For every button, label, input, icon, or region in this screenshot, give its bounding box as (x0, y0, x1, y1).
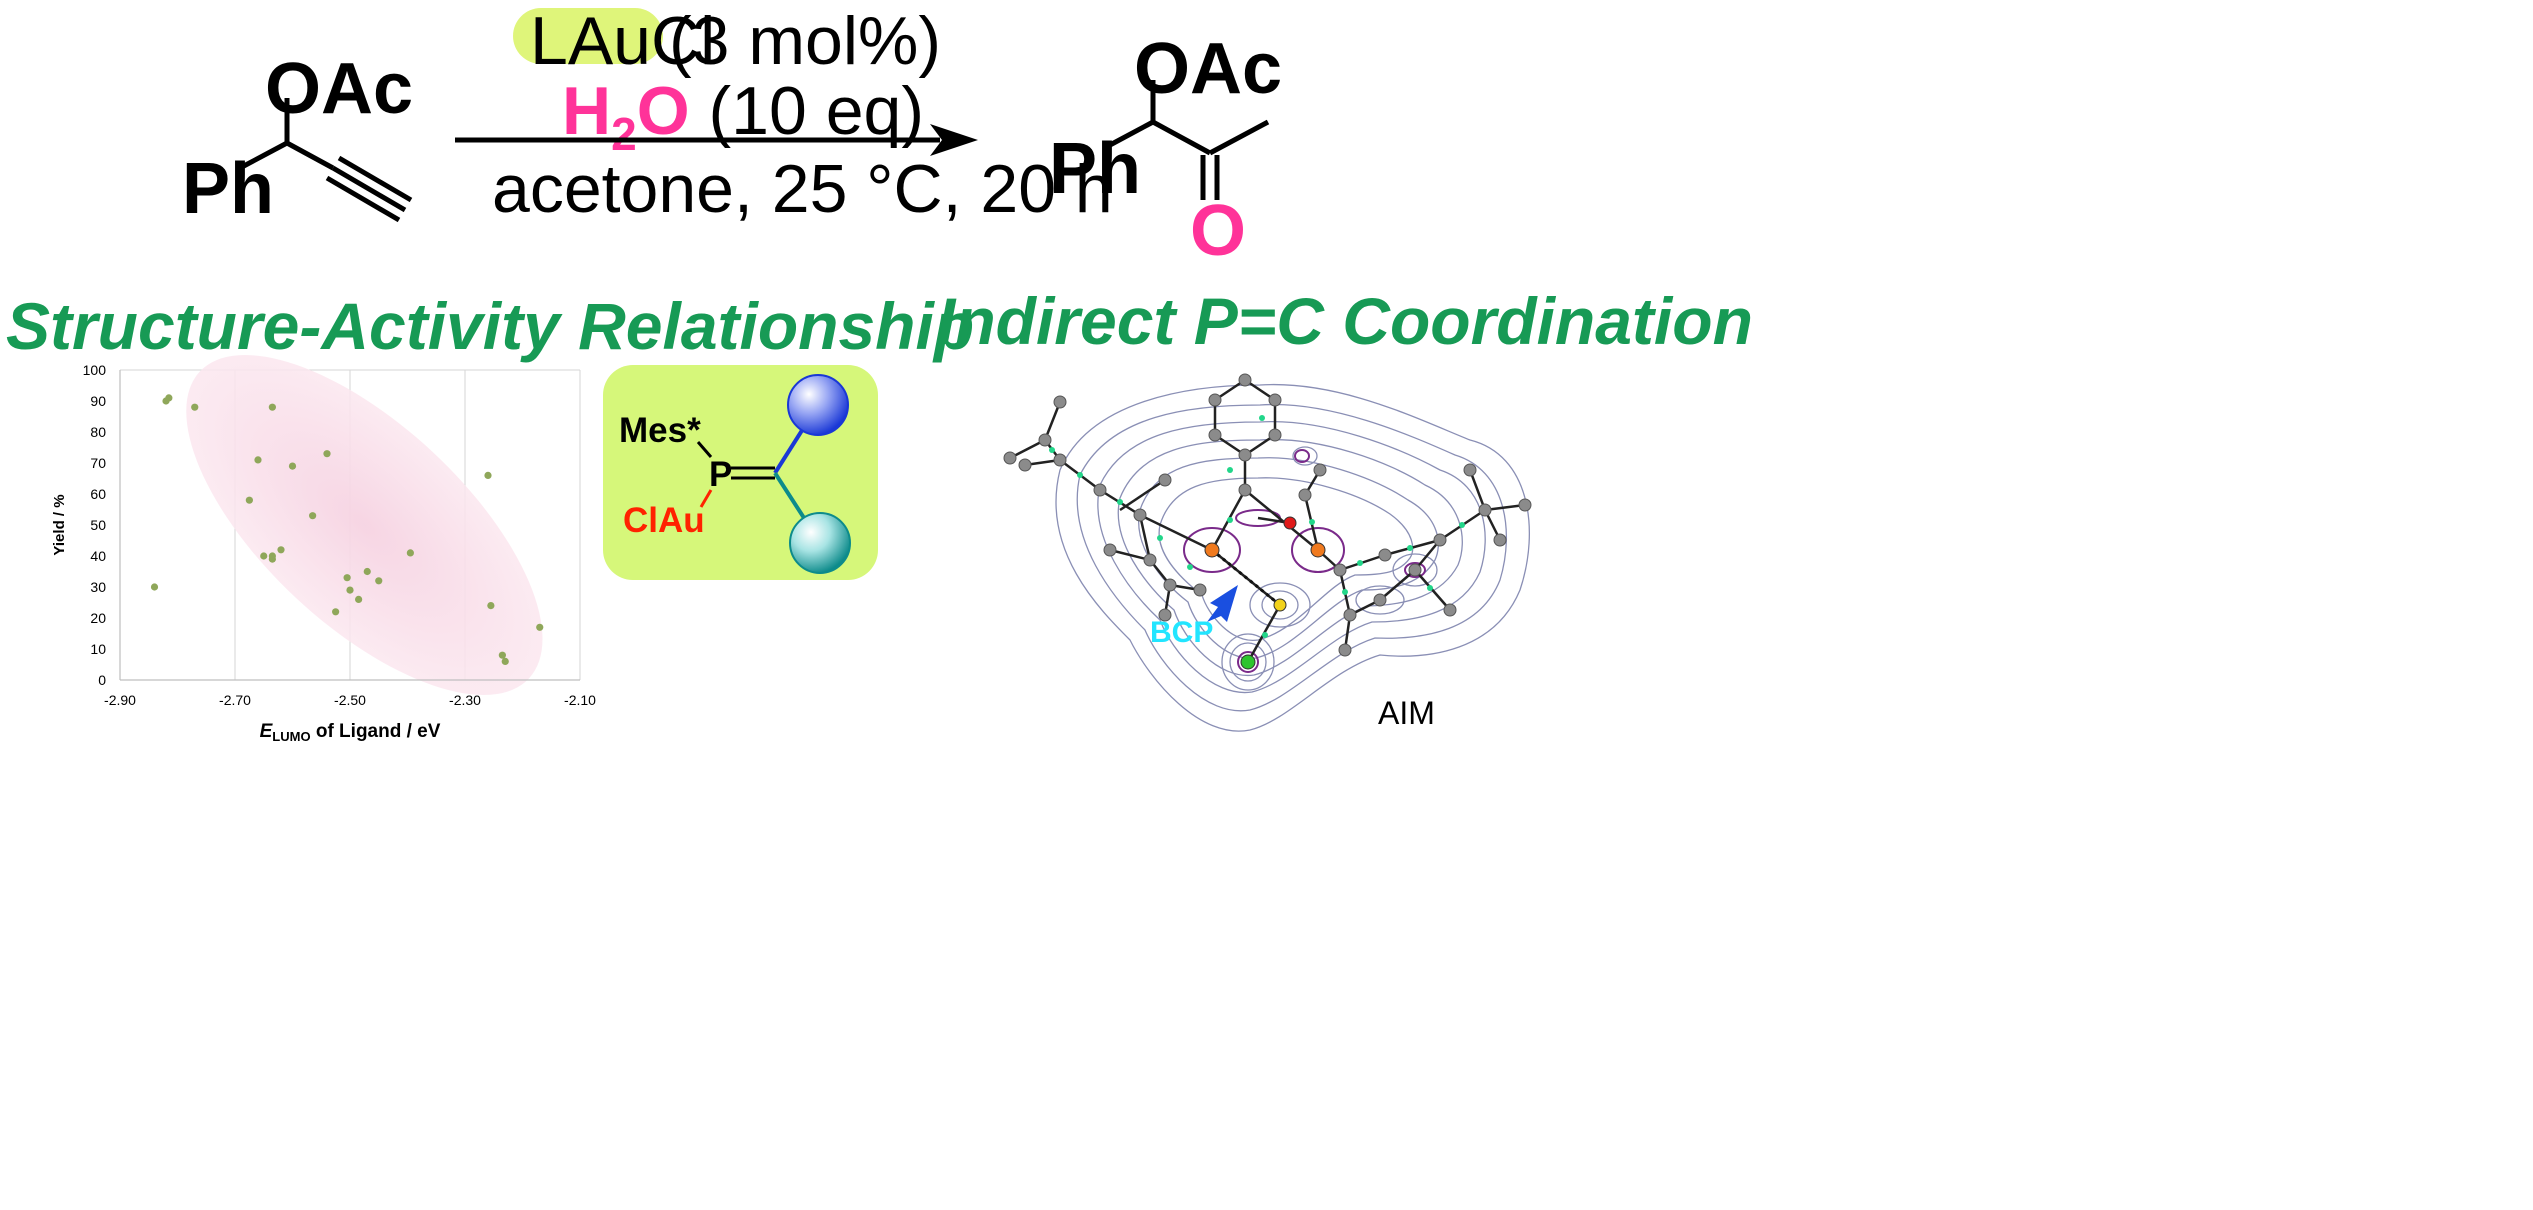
x-axis-label-e: E (260, 721, 274, 742)
y-tick-label-6: 60 (90, 486, 106, 502)
water-subscript: 2 (611, 108, 637, 160)
data-point-7 (323, 450, 331, 458)
water-h: H (562, 73, 612, 149)
data-point-21 (484, 471, 492, 479)
bond-path-dotted (1211, 548, 1281, 607)
oxygen-atom (1283, 516, 1297, 530)
data-point-10 (260, 552, 268, 560)
data-point-2 (165, 394, 173, 402)
data-points (150, 394, 544, 665)
data-point-17 (375, 577, 383, 585)
y-tick-label-2: 20 (90, 610, 106, 626)
catalyst-highlight (513, 8, 663, 64)
yield-vs-lumo-chart: 0 10 20 30 40 50 60 70 80 90 100 -2.90 -2.70 -2.50 -2.… (51, 355, 597, 744)
reactant-ph-label: Ph (182, 149, 275, 229)
reactant-oac-label: OAc (265, 49, 414, 129)
x-tick-label-3: -2.30 (449, 692, 481, 708)
substituent-blue-sphere (787, 374, 849, 436)
x-axis-label-sub: LUMO (272, 729, 310, 744)
conditions-line3: acetone, 25 °C, 20 h (492, 151, 1113, 227)
data-point-19 (355, 595, 363, 603)
y-tick-label-3: 30 (90, 579, 106, 595)
clau-label: ClAu (623, 501, 705, 540)
reactant-bonds (238, 98, 413, 223)
product-oac-label: OAc (1134, 29, 1283, 109)
data-point-23 (536, 623, 544, 631)
x-tick-label-2: -2.50 (334, 692, 366, 708)
catalyst-amount: (3 mol%) (669, 3, 942, 79)
phosphorus-label: P (709, 455, 733, 494)
x-tick-label-4: -2.10 (564, 692, 596, 708)
chlorine-atom (1240, 654, 1256, 670)
water-o: O (636, 73, 690, 149)
data-point-0 (150, 583, 159, 591)
phosphorus-atom-left (1204, 542, 1220, 558)
data-point-9 (309, 512, 317, 520)
x-tick-label-1: -2.70 (219, 692, 251, 708)
data-point-16 (363, 567, 371, 576)
y-tick-label-4: 40 (90, 548, 106, 564)
y-tick-label-0: 0 (98, 672, 106, 688)
bcp-label: BCP (1150, 616, 1213, 649)
catalyst-label: LAuCl (530, 3, 716, 79)
data-point-15 (343, 574, 351, 582)
coordination-heading: Indirect P=C Coordination (937, 284, 1753, 358)
water-amount: (10 eq) (708, 73, 924, 149)
data-point-8 (245, 496, 253, 504)
aim-contour-plot: BCP AIM (1003, 373, 1532, 732)
reaction-arrow (455, 124, 978, 156)
data-point-22 (487, 602, 495, 610)
y-tick-label-8: 80 (90, 424, 106, 440)
phosphorus-atom-right (1310, 542, 1326, 558)
product-ph-label: Ph (1049, 129, 1142, 209)
substituent-teal-sphere (789, 512, 851, 574)
data-point-14 (406, 549, 414, 557)
x-axis-label-rest: of Ligand / eV (311, 721, 441, 742)
ligand-structure-box: Mes* P ClAu (603, 365, 878, 580)
y-tick-label-10: 100 (83, 362, 107, 378)
tick-labels: 0 10 20 30 40 50 60 70 80 90 100 -2.90 -2.70 -2.50 -2.… (83, 362, 597, 708)
data-point-12 (268, 552, 276, 560)
water-reagent: H2O (10 eq) (562, 72, 924, 160)
product-carbonyl-o: O (1190, 191, 1247, 271)
mes-star-label: Mes* (619, 411, 701, 450)
y-axis-label: Yield / % (51, 494, 68, 555)
y-tick-label-5: 50 (90, 517, 106, 533)
inner-contours (1183, 449, 1426, 673)
data-point-25 (501, 657, 509, 665)
x-tick-label-0: -2.90 (104, 692, 136, 708)
trend-ellipse (186, 355, 543, 695)
gold-atom (1273, 598, 1287, 612)
critical-points (1049, 415, 1465, 638)
y-tick-label-9: 90 (90, 393, 106, 409)
data-point-5 (254, 456, 262, 464)
chart-axes (119, 370, 580, 681)
data-point-3 (191, 403, 199, 411)
data-point-6 (288, 462, 297, 470)
data-point-20 (332, 608, 340, 616)
ligand-bonds (696, 374, 851, 574)
data-point-13 (277, 546, 285, 554)
product-bonds (1108, 80, 1270, 200)
data-point-4 (268, 403, 276, 411)
bcp-arrow-icon (1207, 585, 1238, 622)
carbon-atoms (1003, 373, 1532, 657)
data-point-24 (498, 651, 506, 659)
data-point-18 (346, 586, 354, 594)
aim-label: AIM (1378, 695, 1435, 731)
x-axis-label: ELUMO of Ligand / eV (260, 721, 441, 744)
sar-heading: Structure-Activity Relationship (6, 289, 975, 363)
y-tick-label-1: 10 (90, 641, 106, 657)
y-tick-label-7: 70 (90, 455, 106, 471)
